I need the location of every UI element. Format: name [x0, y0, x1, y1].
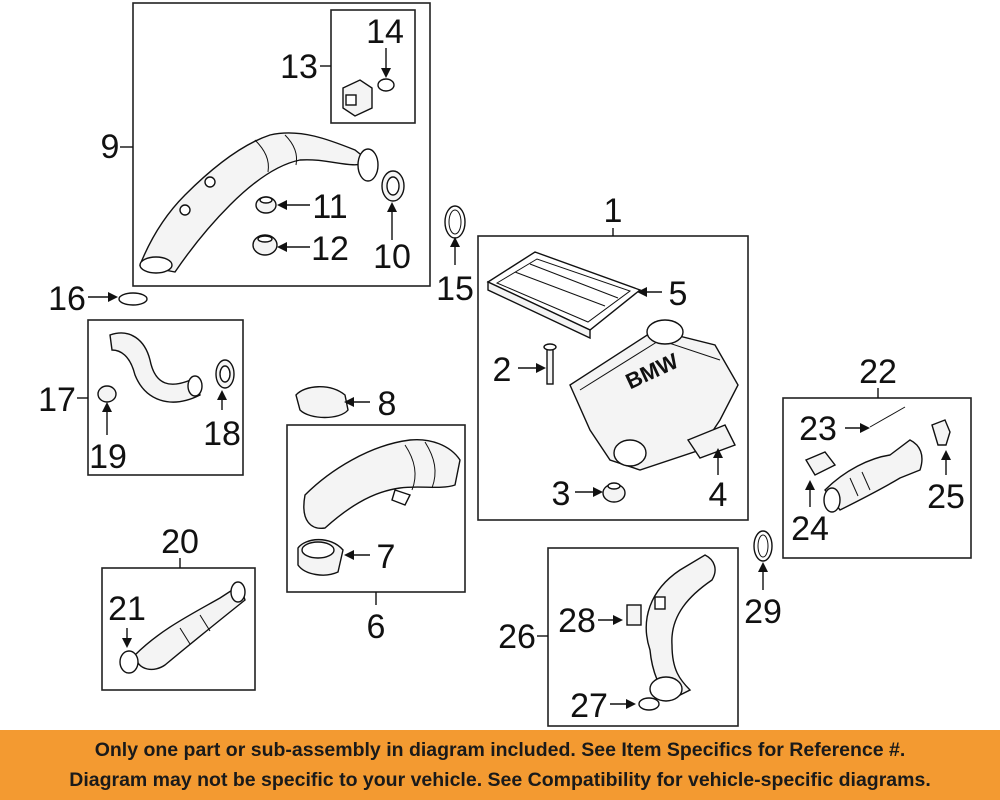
leader-lines [77, 48, 951, 709]
hose-20-illustration [134, 581, 246, 671]
hose-26-illustration [645, 554, 716, 702]
callout-12: 12 [311, 230, 349, 268]
callout-14: 14 [366, 13, 404, 51]
bracket-4-illustration [686, 424, 736, 459]
grommet-3-illustration [602, 482, 626, 503]
callout-24: 24 [791, 510, 829, 548]
grommet-19-illustration [97, 385, 117, 403]
callout-25: 25 [927, 478, 965, 516]
callout-15: 15 [436, 270, 474, 308]
ring-16-illustration [118, 292, 148, 306]
callout-4: 4 [709, 476, 728, 514]
strip-23-illustration [869, 406, 906, 428]
callout-6: 6 [367, 608, 386, 646]
parts-diagram: BMW [38, 2, 972, 727]
seal-18-illustration [215, 359, 235, 389]
callout-22: 22 [859, 353, 897, 391]
callout-13: 13 [280, 48, 318, 86]
bracket-24-illustration [804, 451, 837, 476]
intake-hose-6-illustration [303, 438, 461, 529]
callout-26: 26 [498, 618, 536, 656]
callout-3: 3 [552, 475, 571, 513]
grommet-11-illustration [255, 196, 277, 214]
adapter-7-illustration [297, 538, 344, 576]
callout-16: 16 [48, 280, 86, 318]
clamp-15-illustration [444, 205, 466, 239]
sensor-25-illustration [931, 419, 951, 446]
callout-19: 19 [89, 438, 127, 476]
intake-duct-9-illustration [139, 132, 379, 274]
disclaimer-line-2: Diagram may not be specific to your vehi… [69, 769, 931, 791]
group-20-box [101, 567, 256, 691]
callout-9: 9 [101, 128, 120, 166]
group-26-box [547, 547, 739, 727]
group-9-box [132, 2, 431, 287]
duct-22-illustration [823, 439, 923, 513]
sensor-13-illustration [342, 79, 373, 117]
callout-23: 23 [799, 410, 837, 448]
hose-17-illustration [109, 332, 203, 403]
group-22-box [782, 397, 972, 559]
callout-21: 21 [108, 590, 146, 628]
grommet-12-illustration [252, 234, 278, 256]
ring-27-illustration [638, 697, 660, 711]
seal-10-illustration [381, 170, 405, 202]
callout-5: 5 [669, 275, 688, 313]
callout-20: 20 [161, 523, 199, 561]
sensor-28-illustration [626, 604, 642, 626]
disclaimer-line-1: Only one part or sub-assembly in diagram… [94, 739, 906, 761]
screw-2-illustration [543, 343, 557, 385]
clamp-29-illustration [753, 530, 773, 562]
callout-18: 18 [203, 415, 241, 453]
ring-21-illustration [119, 650, 139, 674]
callout-27: 27 [570, 687, 608, 725]
callout-8: 8 [378, 385, 397, 423]
callout-10: 10 [373, 238, 411, 276]
air-cleaner-housing-1-illustration: BMW [569, 319, 739, 471]
callout-1: 1 [604, 192, 623, 230]
cover-8-illustration [295, 386, 349, 419]
air-filter-5-illustration [486, 251, 642, 340]
callout-17: 17 [38, 381, 76, 419]
callout-11: 11 [312, 188, 347, 226]
callout-labels: 9 13 14 11 12 10 15 1 5 2 3 4 16 17 19 1… [38, 13, 965, 725]
callout-29: 29 [744, 593, 782, 631]
disclaimer-banner: Only one part or sub-assembly in diagram… [0, 730, 1000, 800]
o-ring-14-illustration [377, 78, 395, 92]
callout-7: 7 [377, 538, 396, 576]
callout-28: 28 [558, 602, 596, 640]
callout-2: 2 [493, 351, 512, 389]
